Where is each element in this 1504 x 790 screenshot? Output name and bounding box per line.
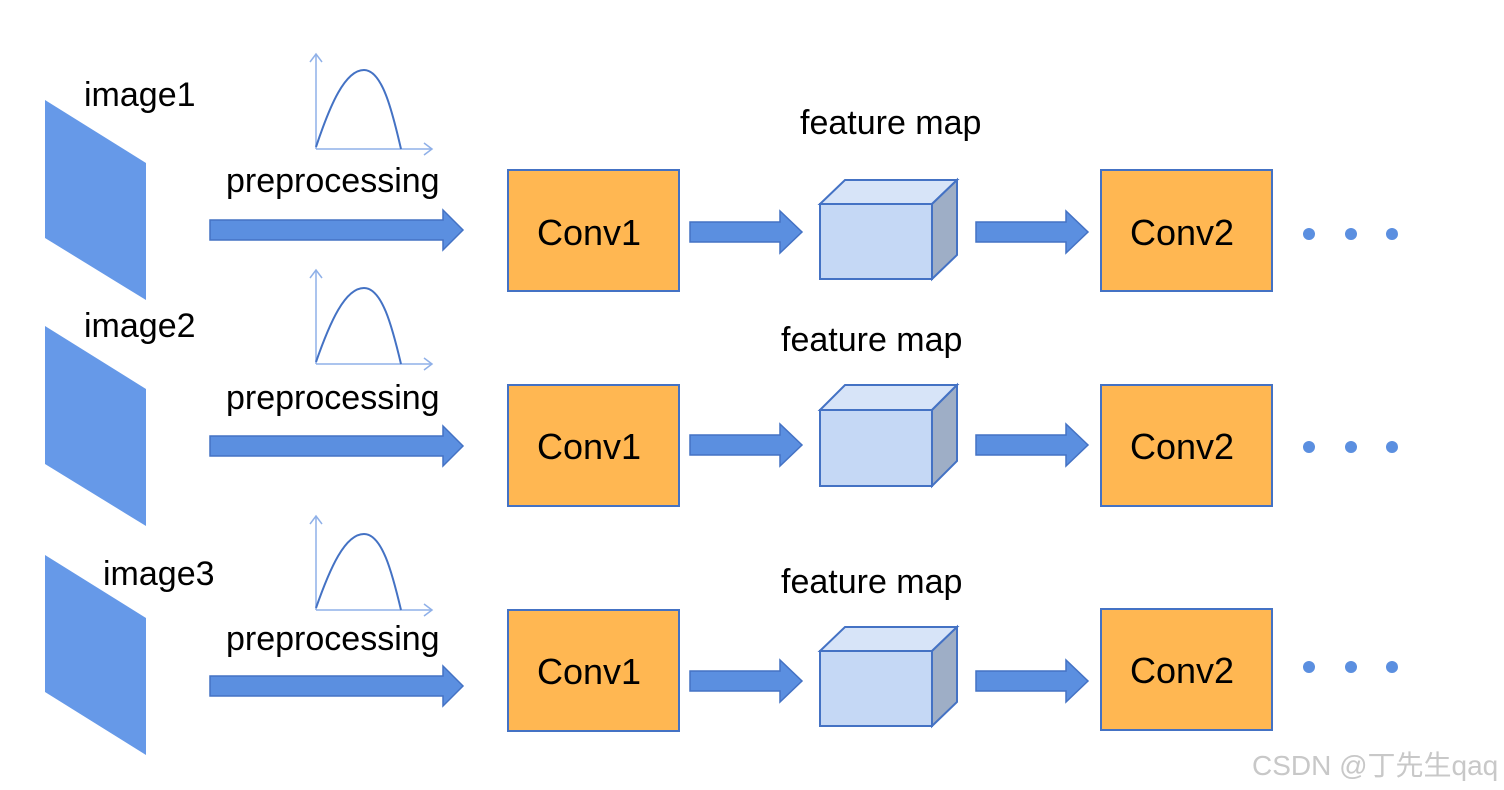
conv2-box (1100, 169, 1273, 292)
arrow-icon (975, 422, 1090, 468)
conv2-label: Conv2 (1130, 426, 1234, 467)
ellipsis-dots-icon (1303, 228, 1398, 240)
image-1-label: image1 (84, 76, 196, 114)
feature-map-cube-icon (817, 177, 960, 282)
conv1-label: Conv1 (537, 212, 641, 253)
conv2-label: Conv2 (1130, 650, 1234, 691)
arrow-icon (689, 658, 804, 704)
preprocessing-arrow-icon (209, 208, 465, 252)
conv2-box (1100, 384, 1273, 507)
arrow-icon (975, 209, 1090, 255)
feature-map-label: feature map (800, 104, 981, 142)
arrow-icon (689, 209, 804, 255)
preprocessing-label-3: preprocessing (226, 620, 440, 658)
image-2-shape (45, 326, 146, 526)
distribution-curve-icon (309, 52, 434, 156)
arrow-icon (689, 422, 804, 468)
ellipsis-dots-icon (1303, 441, 1398, 453)
row-3: image3 preprocessing Conv1 feature map C… (45, 514, 1398, 755)
feature-map-label: feature map (781, 321, 962, 359)
preprocessing-label-1: preprocessing (226, 162, 440, 200)
image-1-shape (45, 100, 146, 300)
image-2-label: image2 (84, 307, 196, 345)
preprocessing-arrow-icon (209, 664, 465, 708)
distribution-curve-icon (309, 514, 434, 617)
conv2-box (1100, 608, 1273, 731)
conv1-box (507, 169, 680, 292)
image-3-label: image3 (103, 555, 215, 593)
feature-map-cube-icon (817, 382, 960, 489)
preprocessing-arrow-icon (209, 424, 465, 468)
conv1-box (507, 384, 680, 507)
image-3-shape (45, 555, 146, 755)
preprocessing-label-2: preprocessing (226, 379, 440, 417)
conv1-label: Conv1 (537, 651, 641, 692)
distribution-curve-icon (309, 268, 434, 371)
row-1: image1 preprocessing Conv1 feature map C… (45, 52, 1398, 300)
watermark-text: CSDN @丁先生qaq (1252, 750, 1498, 781)
arrow-icon (975, 658, 1090, 704)
conv1-box (507, 609, 680, 732)
feature-map-cube-icon (817, 624, 960, 729)
ellipsis-dots-icon (1303, 661, 1398, 673)
feature-map-label: feature map (781, 563, 962, 601)
conv1-label: Conv1 (537, 426, 641, 467)
conv2-label: Conv2 (1130, 212, 1234, 253)
row-2: image2 preprocessing Conv1 feature map C… (45, 268, 1398, 526)
